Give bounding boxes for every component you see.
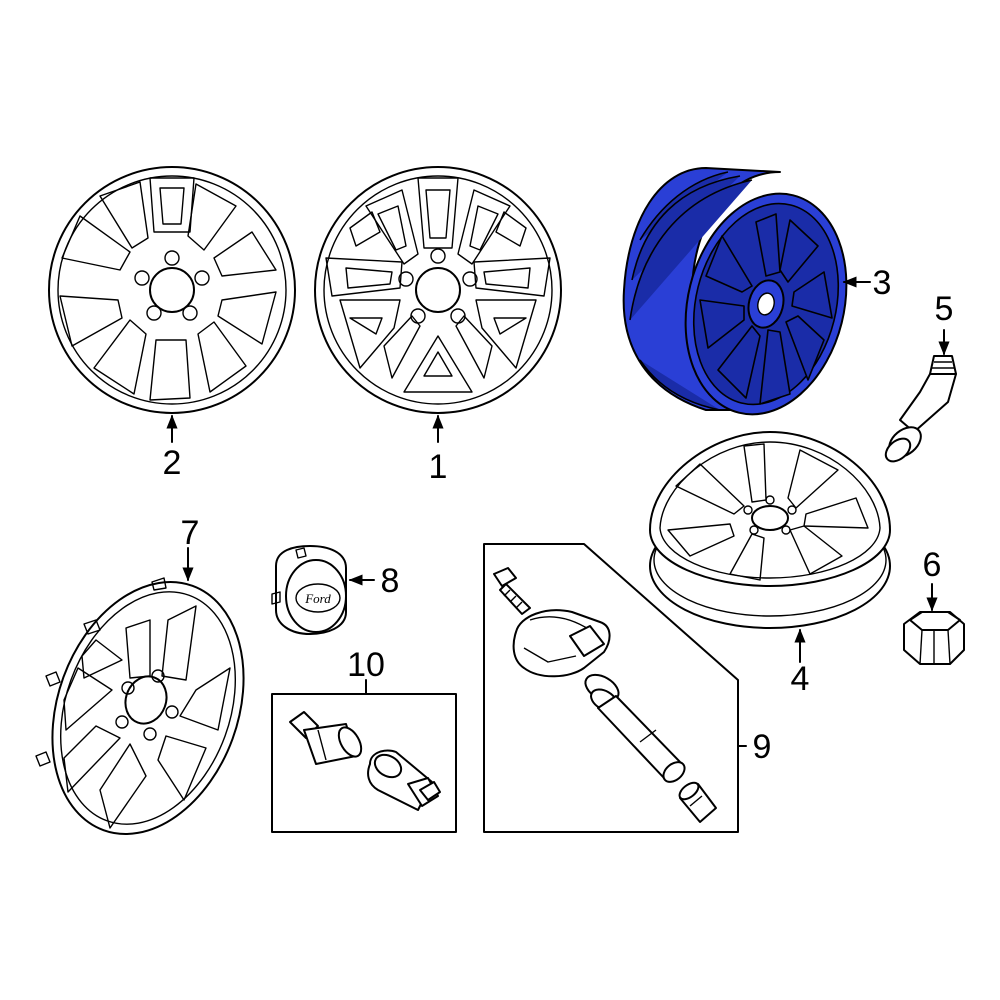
callout-5: 5 bbox=[935, 290, 954, 328]
wheel-part-3-highlighted[interactable] bbox=[622, 167, 869, 432]
callout-9: 9 bbox=[753, 728, 772, 766]
tpms-valve-cap bbox=[678, 781, 717, 823]
center-cap-part-8[interactable]: Ford bbox=[271, 545, 347, 635]
callout-10: 10 bbox=[347, 646, 385, 684]
tpms-bolt bbox=[493, 567, 531, 615]
callout-8: 8 bbox=[381, 562, 400, 600]
wheel-lock-kit-part-10[interactable] bbox=[271, 693, 457, 833]
callout-6: 6 bbox=[923, 546, 942, 584]
callout-4: 4 bbox=[791, 660, 810, 698]
leader-lines bbox=[166, 276, 950, 747]
wheel-part-2[interactable] bbox=[48, 166, 296, 414]
tpms-valve bbox=[584, 673, 686, 783]
callout-7: 7 bbox=[181, 514, 200, 552]
wheel-cover-part-7[interactable] bbox=[19, 555, 277, 861]
valve-stem-part-5[interactable] bbox=[881, 355, 957, 466]
callout-2: 2 bbox=[163, 444, 182, 482]
wheel-part-1[interactable] bbox=[314, 166, 562, 414]
wheel-part-4[interactable] bbox=[649, 431, 891, 629]
lug-nut-part-6[interactable] bbox=[903, 611, 965, 665]
ford-logo: Ford bbox=[304, 591, 331, 606]
wheel-lock-key bbox=[367, 749, 441, 811]
callout-1: 1 bbox=[429, 448, 448, 486]
tpms-kit-part-9[interactable] bbox=[483, 543, 739, 833]
tpms-sensor bbox=[512, 609, 611, 678]
callout-numbers: 1 2 3 4 5 6 7 8 9 10 bbox=[163, 264, 954, 766]
callout-3: 3 bbox=[873, 264, 892, 302]
wheel-lock-bolt bbox=[289, 711, 363, 765]
